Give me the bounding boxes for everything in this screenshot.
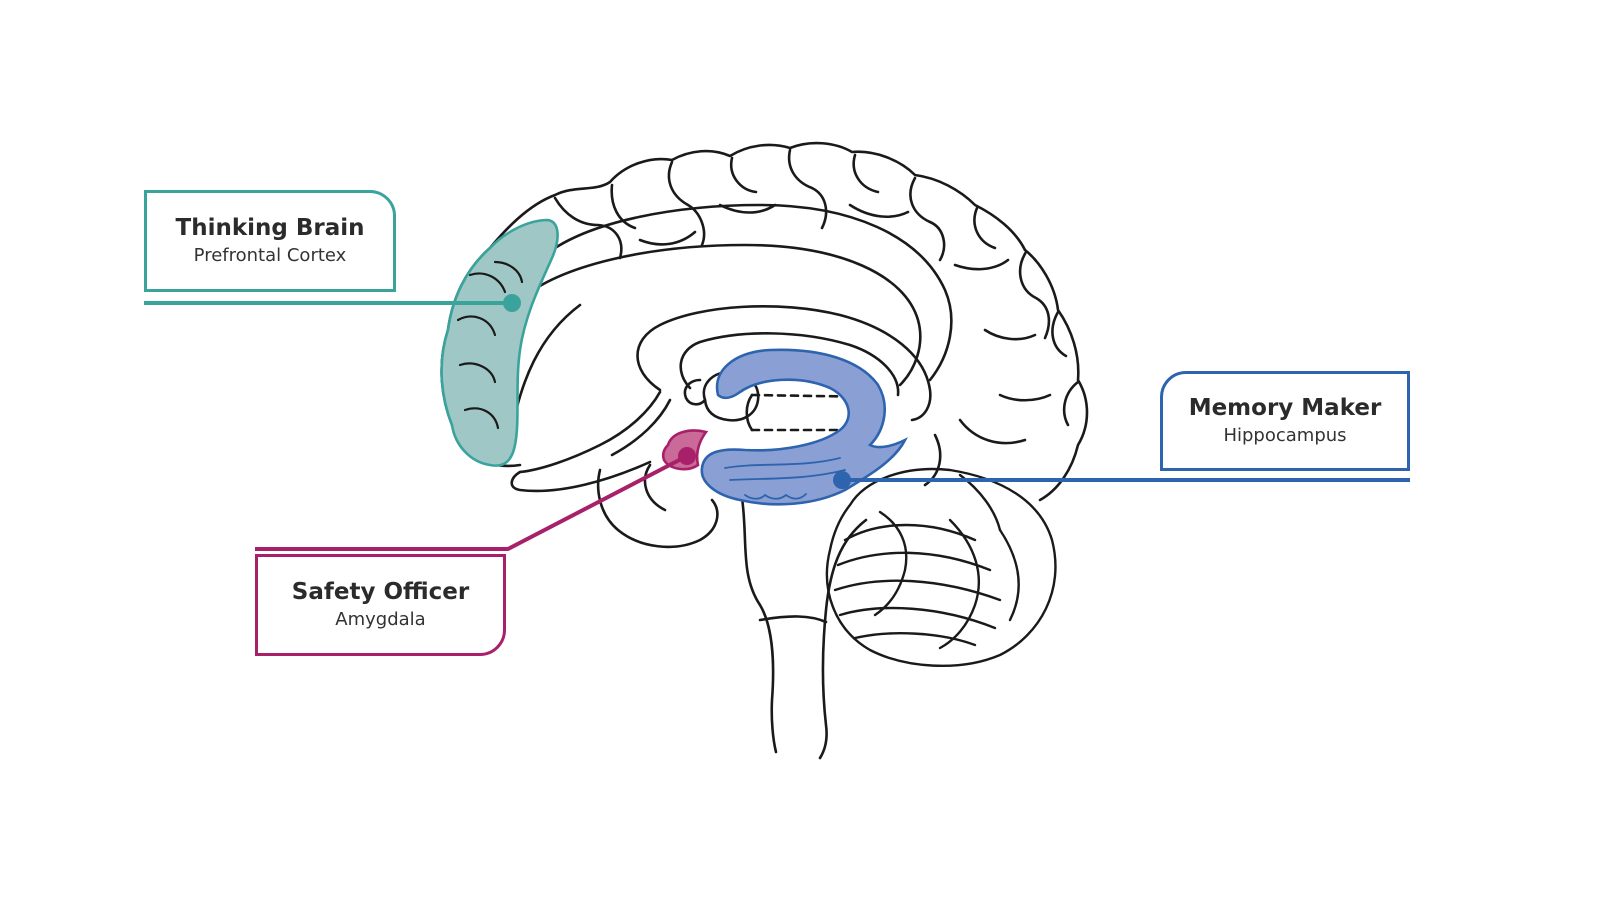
thinking-brain-leader	[144, 294, 521, 312]
thinking-brain-dot	[503, 294, 521, 312]
safety-officer-label-box: Safety Officer Amygdala	[255, 554, 506, 656]
safety-officer-title: Safety Officer	[291, 578, 470, 605]
memory-maker-leader	[833, 471, 1410, 489]
cerebellum	[825, 467, 1057, 668]
cerebrum	[440, 141, 1089, 502]
thinking-brain-label-box: Thinking Brain Prefrontal Cortex	[144, 190, 396, 292]
thinking-brain-title: Thinking Brain	[175, 214, 365, 241]
prefrontal-cortex-subtitle: Prefrontal Cortex	[193, 245, 347, 267]
prefrontal-cortex-region	[440, 218, 559, 467]
amygdala-subtitle: Amygdala	[335, 609, 426, 631]
memory-maker-dot	[833, 471, 851, 489]
brain-stem	[740, 496, 868, 760]
memory-maker-title: Memory Maker	[1188, 394, 1382, 421]
hippocampus-subtitle: Hippocampus	[1223, 425, 1347, 447]
safety-officer-dot	[678, 447, 696, 465]
corpus-callosum	[510, 305, 932, 549]
safety-officer-leader	[255, 447, 696, 551]
memory-maker-label-box: Memory Maker Hippocampus	[1160, 371, 1410, 471]
hippocampus-region	[700, 348, 908, 506]
